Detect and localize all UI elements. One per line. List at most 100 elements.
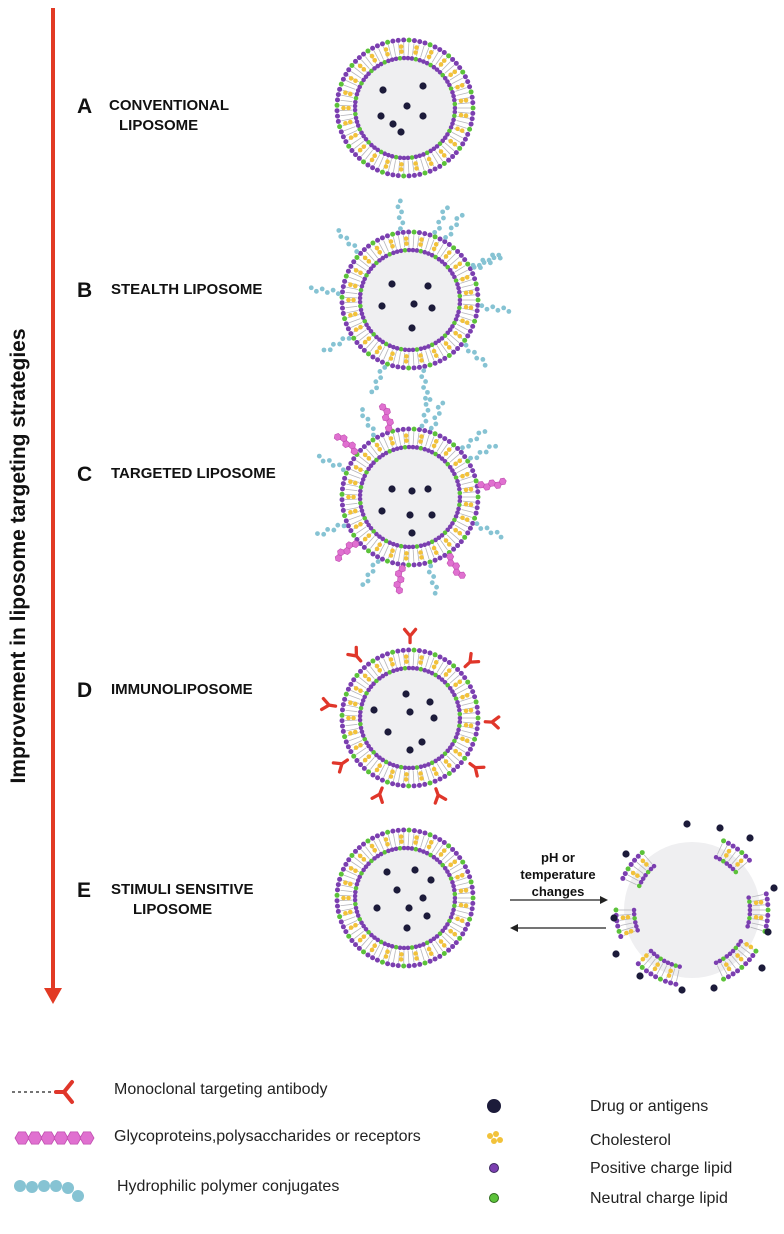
lipid-head [645, 869, 651, 875]
lipid-head [366, 139, 371, 145]
lipid-head [352, 107, 358, 113]
lipid-head [360, 512, 366, 517]
cholesterol-mark [468, 502, 474, 508]
lipid-head [433, 254, 438, 260]
lipid-head [469, 116, 475, 122]
lipid-head [358, 504, 364, 510]
lipid-head [361, 347, 367, 353]
cholesterol-mark [352, 283, 358, 289]
lipid-head [453, 514, 459, 519]
lipid-head [382, 59, 388, 65]
legend-neutral-label: Neutral charge lipid [590, 1190, 728, 1207]
lipid-head [402, 347, 408, 353]
drug-dot [612, 950, 620, 958]
cholesterol-mark [453, 264, 459, 270]
lipid-head [358, 705, 364, 711]
lipid-head [371, 331, 376, 337]
drug-dot [384, 728, 392, 736]
lipid-head [422, 667, 427, 673]
lipid-head [436, 535, 442, 541]
polymer-bead [313, 288, 319, 294]
lipid-head [451, 117, 456, 123]
lipid-head [452, 692, 457, 698]
lipid-head [411, 783, 417, 789]
lipid-head [467, 126, 473, 132]
cholesterol-mark [362, 536, 368, 542]
lipid-head [421, 152, 426, 157]
cholesterol-mark [361, 144, 367, 149]
lipid-head [445, 461, 451, 467]
lipid-head [450, 154, 456, 160]
lipid-head [475, 710, 481, 716]
cholesterol-mark [374, 245, 380, 251]
lipid-head [401, 37, 407, 43]
cholesterol-mark [388, 436, 394, 441]
cholesterol-mark [431, 664, 437, 670]
lipid-head [405, 945, 411, 951]
lipid-head [395, 561, 401, 567]
cholesterol-mark [404, 659, 409, 664]
polymer-bead [432, 415, 438, 421]
antibody-mark [433, 787, 448, 805]
cholesterol-mark [433, 550, 439, 555]
lipid-head [439, 336, 445, 341]
lipid-head [342, 696, 348, 702]
lipid-head [406, 765, 412, 771]
lipid-head [721, 838, 727, 844]
polymer-bead [330, 341, 336, 347]
lipid-head [369, 858, 374, 864]
lipid-head [457, 502, 462, 508]
antibody-mark [331, 758, 350, 774]
lipid-head [639, 964, 645, 970]
lipid-head [673, 963, 678, 968]
lipid-head [747, 915, 752, 921]
lipid-head [448, 876, 454, 881]
polymer-bead [395, 204, 401, 210]
polymer-bead [428, 563, 434, 569]
lipid-head [472, 318, 478, 324]
lipid-head [356, 845, 362, 851]
lipid-head [446, 660, 452, 666]
lipid-head [346, 933, 352, 939]
lipid-head [470, 323, 476, 329]
lipid-head [345, 465, 351, 471]
drug-dot [419, 82, 427, 90]
cholesterol-mark [353, 132, 358, 138]
lipid-head [394, 346, 400, 351]
lipid-head [422, 231, 428, 237]
lipid-head [338, 919, 344, 925]
lipid-head [358, 447, 364, 453]
lipid-head [348, 681, 354, 687]
lipid-head [362, 473, 368, 479]
polymer-bead [396, 215, 402, 221]
polymer-bead [454, 222, 460, 228]
lipid-head [433, 451, 438, 457]
lipid-head [458, 760, 464, 766]
lipid-head [354, 340, 360, 346]
polymer-bead [374, 385, 379, 391]
lipid-head [453, 850, 459, 856]
polymer-bead [486, 444, 492, 449]
lipid-head [357, 84, 363, 90]
lipid-head [379, 235, 385, 241]
lipid-head [462, 74, 468, 80]
lipid-head [467, 916, 473, 922]
lipid-head [474, 308, 480, 314]
cholesterol-mark [446, 250, 452, 255]
lipid-head [339, 491, 345, 497]
cholesterol-mark [366, 336, 372, 341]
cholesterol-mark [361, 857, 367, 862]
lipid-head [470, 105, 476, 111]
lipid-head [339, 712, 345, 718]
lipid-head [455, 731, 460, 736]
lipid-head [393, 154, 399, 160]
lipid-head [457, 711, 463, 717]
transition-arrows [510, 896, 608, 932]
lipid-head [361, 949, 367, 955]
polymer-bead [480, 257, 486, 263]
lipid-head [357, 492, 363, 498]
lipid-head [382, 151, 388, 157]
cholesterol-mark [460, 515, 465, 521]
cholesterol-mark [369, 947, 375, 953]
lipid-head [370, 772, 376, 778]
